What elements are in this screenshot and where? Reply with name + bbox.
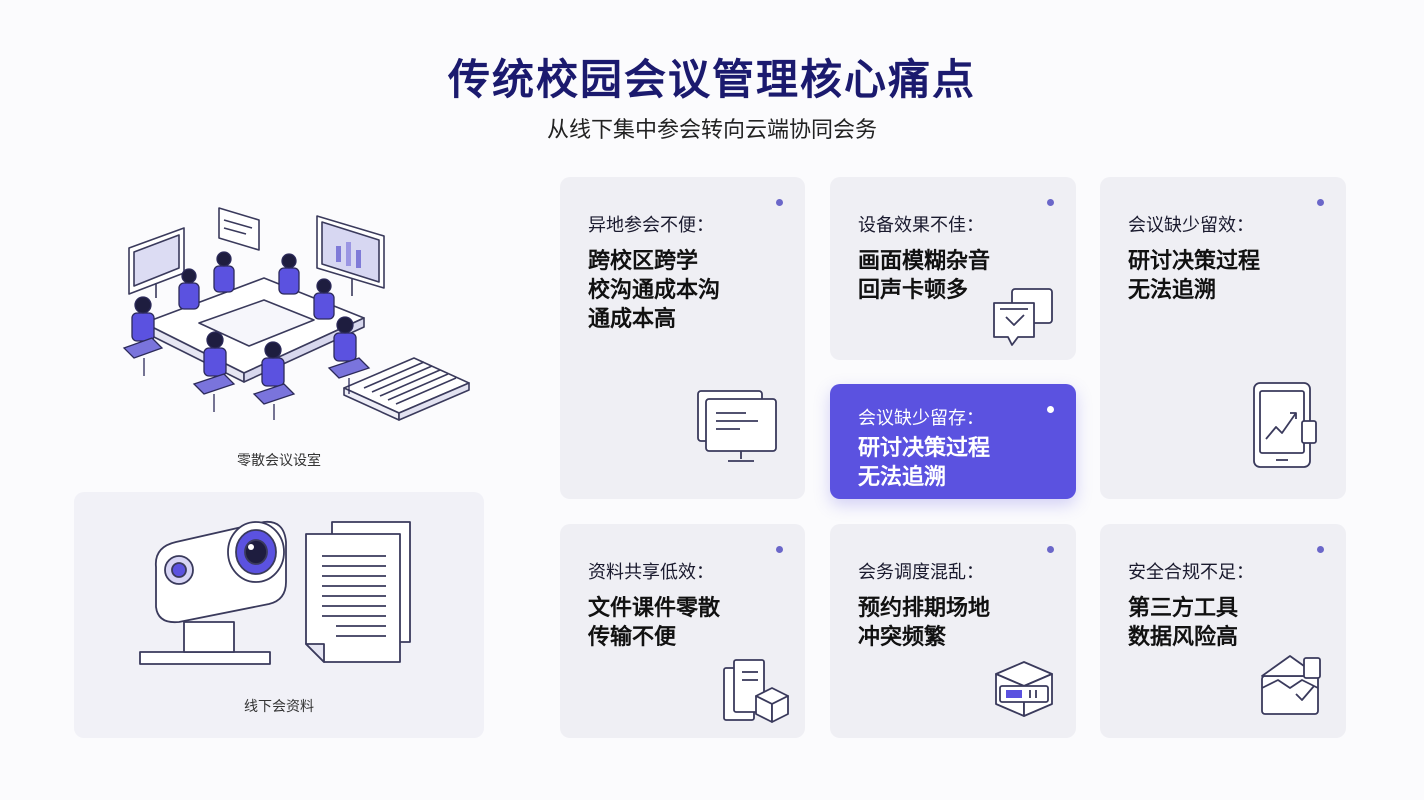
meeting-room-panel: 零散会议设室 [74, 178, 484, 478]
card-dot [776, 199, 783, 206]
page-title: 传统校园会议管理核心痛点 [447, 55, 976, 104]
card-desc: 预约排期场地 冲突频繁 [858, 596, 991, 650]
monitor-icon [697, 390, 777, 462]
card-label: 异地参会不便： [588, 215, 714, 236]
pain-card-equipment: 设备效果不佳： 画面模糊杂音 回声卡顿多 [830, 177, 1076, 360]
card-label: 会务调度混乱： [858, 562, 984, 583]
pain-card-file-sharing: 资料共享低效： 文件课件零散 传输不便 [560, 524, 805, 738]
server-box-icon [995, 661, 1053, 717]
page-subtitle: 从线下集中参会转向云端协同会务 [546, 118, 877, 143]
card-dot [1317, 546, 1324, 553]
card-dot [1047, 199, 1054, 206]
pain-card-meeting-retention: 会议缺少留效： 研讨决策过程 无法追溯 [1100, 177, 1346, 499]
offline-materials-caption: 线下会资料 [244, 699, 314, 715]
card-label: 设备效果不佳： [858, 215, 984, 236]
card-desc: 第三方工具 数据风险高 [1128, 596, 1239, 650]
pain-card-security: 安全合规不足： 第三方工具 数据风险高 [1100, 524, 1346, 738]
secure-folder-icon [1261, 655, 1321, 715]
pain-card-remote-attendance: 异地参会不便： 跨校区跨学 校沟通成本沟 通成本高 [560, 177, 805, 499]
card-label: 会议缺少留效： [1128, 215, 1254, 236]
meeting-room-icon [122, 207, 470, 421]
card-desc: 研讨决策过程 无法追溯 [858, 436, 991, 490]
projector-documents-icon [139, 520, 411, 665]
card-label: 会议缺少留存： [858, 408, 984, 429]
card-desc: 文件课件零散 传输不便 [588, 596, 721, 650]
card-dot [776, 546, 783, 553]
card-dot [1047, 546, 1054, 553]
pain-card-scheduling: 会务调度混乱： 预约排期场地 冲突频繁 [830, 524, 1076, 738]
card-dot [1317, 199, 1324, 206]
card-dot [1047, 406, 1054, 413]
card-desc: 画面模糊杂音 回声卡顿多 [858, 249, 991, 303]
meeting-room-caption: 零散会议设室 [237, 453, 321, 469]
card-desc: 跨校区跨学 校沟通成本沟 通成本高 [588, 249, 721, 332]
card-label: 资料共享低效： [588, 562, 714, 583]
files-box-icon [723, 659, 789, 723]
pain-card-meeting-records-highlight: 会议缺少留存： 研讨决策过程 无法追溯 [830, 384, 1076, 499]
card-desc: 研讨决策过程 无法追溯 [1128, 249, 1261, 303]
card-label: 安全合规不足： [1128, 562, 1254, 583]
chat-bubble-icon [993, 288, 1053, 346]
offline-materials-panel: 线下会资料 [74, 492, 484, 738]
tablet-chart-icon [1253, 382, 1317, 468]
